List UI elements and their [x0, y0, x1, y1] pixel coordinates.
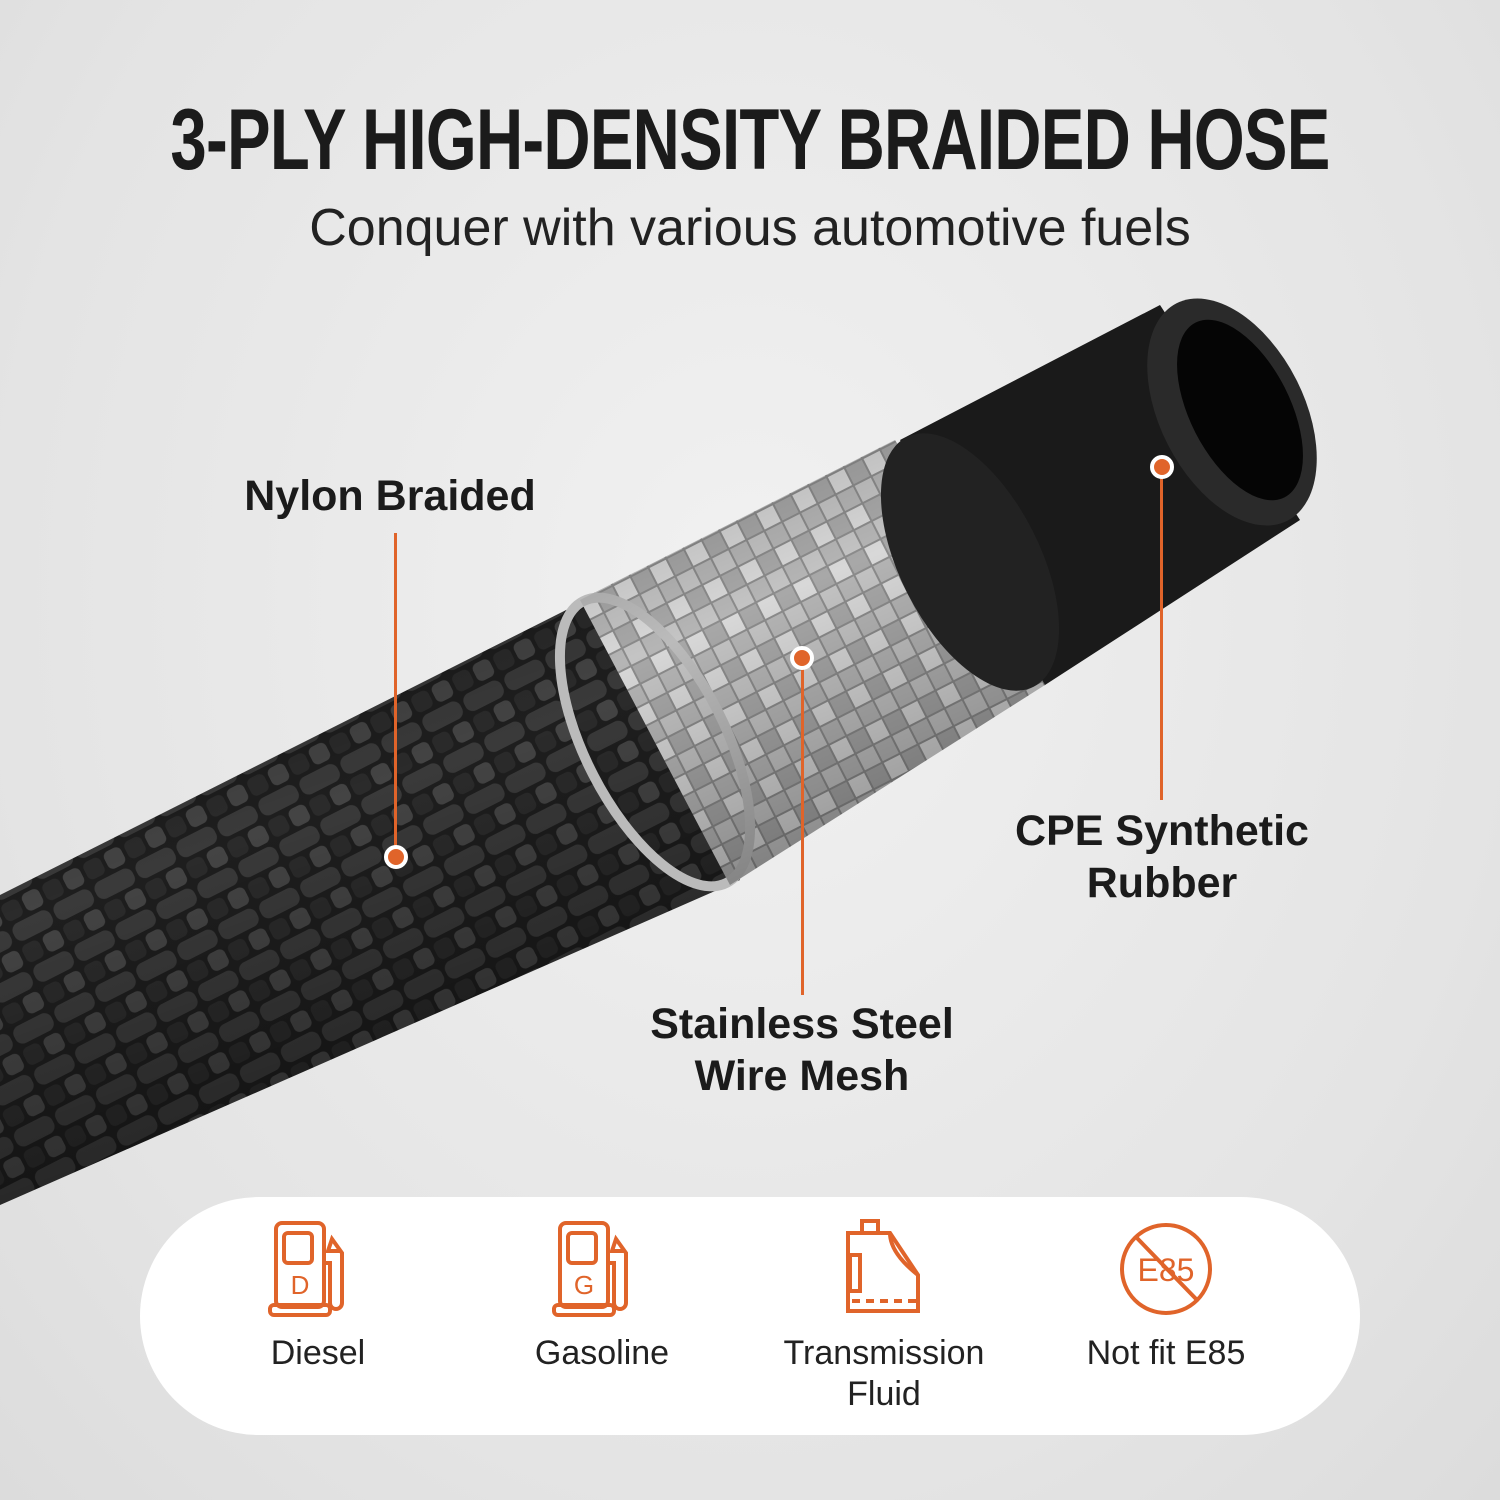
compatibility-panel: D Diesel G Gasoline Transmission Fluid E… [140, 1197, 1360, 1435]
callout-dot-rubber [1150, 455, 1174, 479]
feature-label-line1: Transmission [783, 1334, 985, 1372]
page-subtitle: Conquer with various automotive fuels [309, 199, 1191, 257]
callout-rubber-line1: CPE Synthetic [1015, 807, 1309, 855]
callout-cpe-rubber: CPE Synthetic Rubber [940, 805, 1384, 909]
svg-text:E85: E85 [1138, 1252, 1195, 1288]
callout-rubber-line2: Rubber [1086, 859, 1238, 907]
callout-dot-steel [790, 646, 814, 670]
no-e85-icon: E85 [1120, 1223, 1212, 1315]
callout-stainless-steel: Stainless Steel Wire Mesh [562, 998, 1042, 1102]
feature-label: Not fit E85 [1086, 1334, 1246, 1372]
nylon-braid-layer [0, 598, 740, 1205]
page-title: 3-PLY HIGH-DENSITY BRAIDED HOSE [170, 92, 1330, 188]
feature-label-line2: Fluid [847, 1375, 921, 1413]
callout-line-rubber [1160, 470, 1163, 800]
callout-steel-line2: Wire Mesh [694, 1052, 910, 1100]
callout-steel-line1: Stainless Steel [650, 1000, 954, 1048]
rubber-tube-layer [880, 298, 1317, 691]
diesel-pump-icon: D [268, 1221, 344, 1317]
fluid-bottle-icon [846, 1219, 920, 1313]
callout-dot-nylon [384, 845, 408, 869]
feature-not-e85: E85 Not fit E85 [1036, 1197, 1296, 1374]
feature-label: Diesel [270, 1334, 366, 1372]
feature-diesel: D Diesel [188, 1197, 448, 1374]
svg-text:G: G [574, 1270, 594, 1300]
feature-label: Transmission Fluid [754, 1333, 1014, 1415]
feature-gasoline: G Gasoline [472, 1197, 732, 1374]
svg-text:D: D [291, 1270, 310, 1300]
callout-line-steel [801, 660, 804, 995]
feature-transmission-fluid: Transmission Fluid [754, 1197, 1014, 1415]
gasoline-pump-icon: G [552, 1221, 628, 1317]
feature-label: Gasoline [534, 1334, 670, 1372]
callout-nylon-braided: Nylon Braided [244, 472, 536, 520]
callout-line-nylon [394, 533, 397, 855]
